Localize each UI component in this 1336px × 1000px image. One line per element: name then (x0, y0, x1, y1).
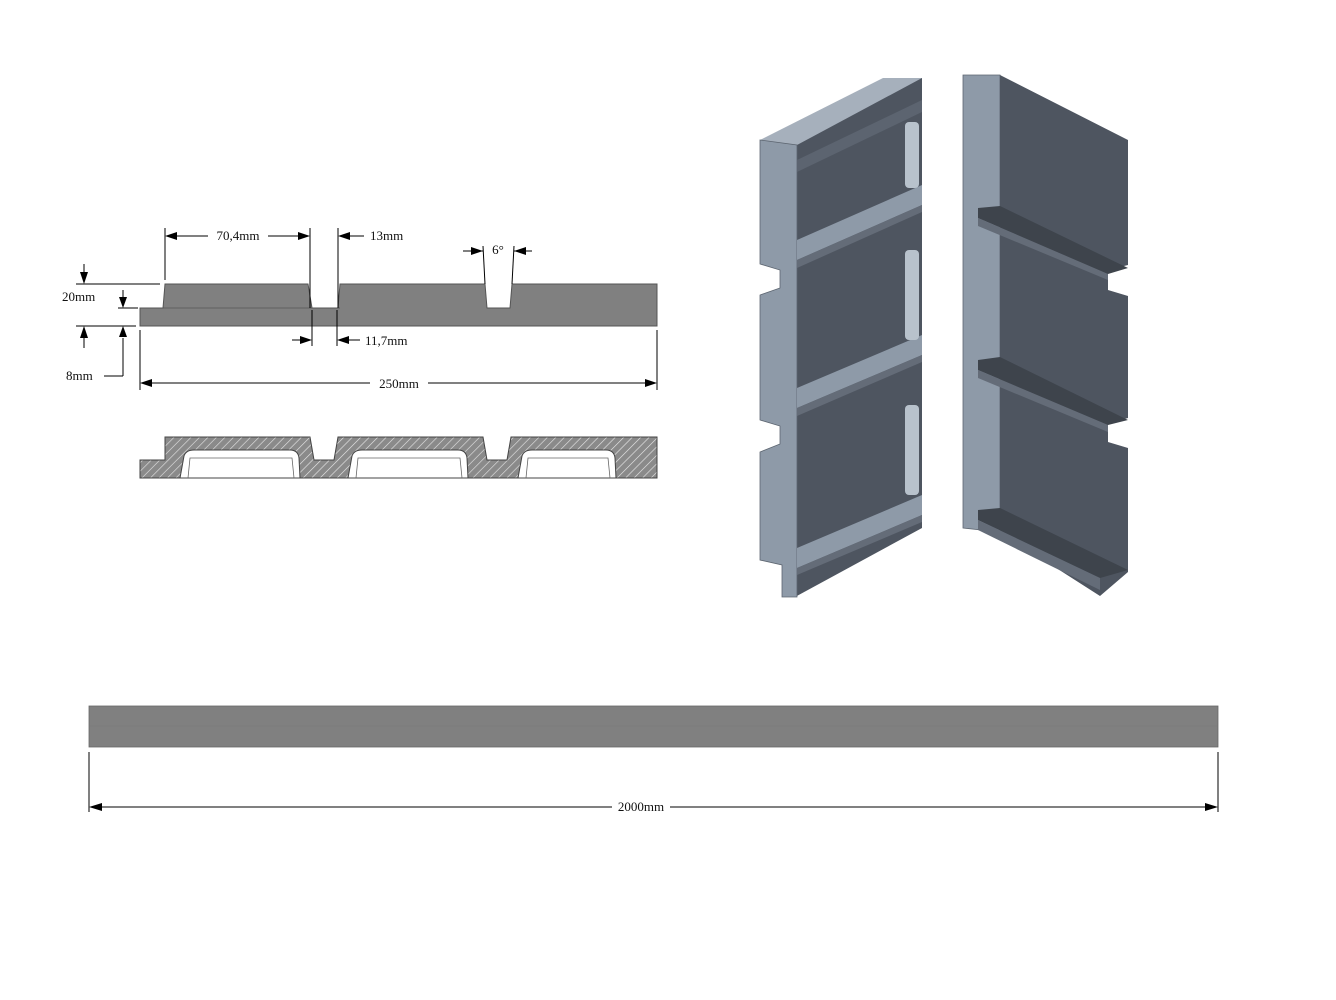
dim-total-height: 20mm (62, 264, 160, 348)
dim-profile-width: 250mm (139, 330, 658, 391)
hatched-profile (139, 436, 658, 479)
label-draft-angle: 6° (492, 242, 504, 257)
label-total-length: 2000mm (618, 799, 664, 814)
profile-section-view (139, 283, 658, 327)
label-groove-width-bottom: 11,7mm (365, 333, 408, 348)
dim-groove-width-bottom: 11,7mm (292, 310, 408, 348)
dim-base-height: 8mm (66, 290, 138, 383)
isometric-panel-back (962, 74, 1128, 596)
dim-draft-angle: 6° (463, 242, 532, 285)
isometric-panel-front (759, 78, 922, 598)
dim-groove-spacing: 70,4mm (164, 228, 311, 308)
length-bar (88, 705, 1219, 748)
dim-total-length: 2000mm (88, 752, 1219, 814)
label-profile-width: 250mm (379, 376, 419, 391)
label-groove-width-top: 13mm (370, 228, 403, 243)
hatched-section-view (139, 436, 658, 479)
profile-shape (139, 283, 658, 327)
label-base-height: 8mm (66, 368, 93, 383)
label-total-height: 20mm (62, 289, 95, 304)
dim-groove-width-top: 13mm (337, 228, 403, 308)
length-view (88, 705, 1219, 748)
label-groove-spacing: 70,4mm (217, 228, 260, 243)
